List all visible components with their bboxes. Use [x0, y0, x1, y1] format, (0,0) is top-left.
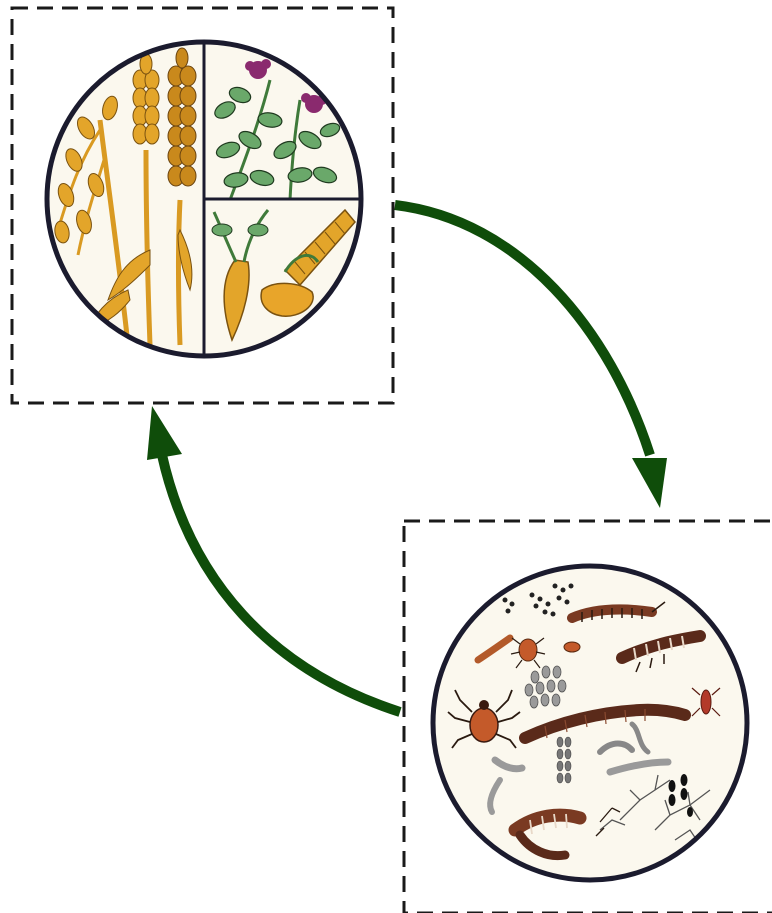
arrow-soil-to-crops: [147, 406, 400, 712]
crops-illustration-icon: [40, 38, 370, 368]
crops-node: [12, 8, 393, 403]
arrow-crops-to-soil: [395, 205, 667, 508]
soil-organisms-node: [404, 521, 772, 913]
